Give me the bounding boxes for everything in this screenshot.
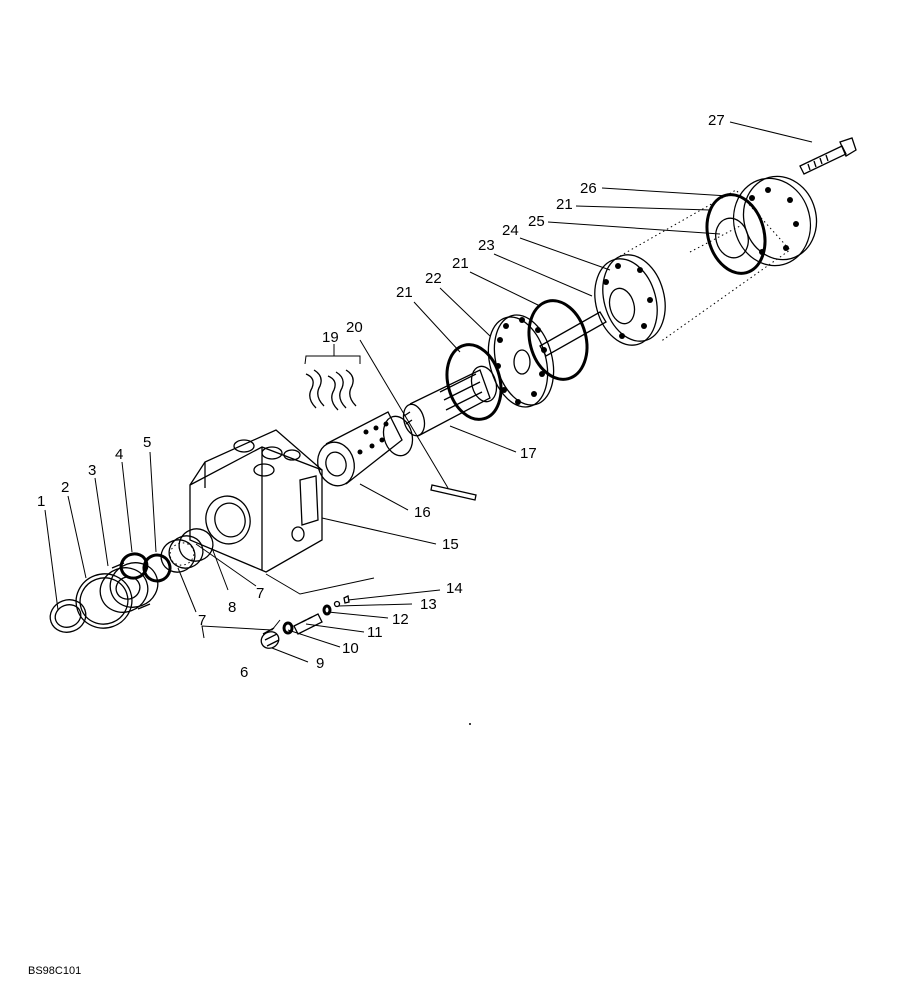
callout-19: 19 xyxy=(322,329,339,346)
part-25-end-cover xyxy=(619,189,791,343)
callout-11: 11 xyxy=(367,624,383,641)
part-23-drive-shaft xyxy=(539,311,607,357)
stray-mark xyxy=(469,723,471,725)
callout-7-lower: 7 xyxy=(198,612,206,629)
part-21-o-ring-middle xyxy=(527,299,589,381)
part-19-centering-springs xyxy=(305,369,357,411)
callout-labels: 1 2 3 4 5 6 7 7 8 9 10 11 12 13 14 15 16… xyxy=(37,112,725,681)
part-27-bolt xyxy=(799,137,857,175)
callout-7-right: 7 xyxy=(256,585,264,602)
callout-14: 14 xyxy=(446,580,463,597)
part-1-snap-ring xyxy=(49,599,87,633)
callout-5: 5 xyxy=(143,434,151,451)
callout-2: 2 xyxy=(61,479,69,496)
part-16-sleeve xyxy=(317,411,414,487)
part-3-seal-housing xyxy=(99,562,159,613)
part-15-valve-housing xyxy=(189,429,323,573)
callout-6: 6 xyxy=(240,664,248,681)
callout-9: 9 xyxy=(316,655,324,672)
callout-21-middle: 21 xyxy=(452,255,469,272)
callout-3: 3 xyxy=(88,462,96,479)
part-9-14-relief-valve xyxy=(260,595,350,649)
callout-25: 25 xyxy=(528,213,545,230)
callout-8: 8 xyxy=(228,599,236,616)
callout-17: 17 xyxy=(520,445,537,462)
callout-24: 24 xyxy=(502,222,519,239)
callout-10: 10 xyxy=(342,640,359,657)
callout-22: 22 xyxy=(425,270,442,287)
callout-16: 16 xyxy=(414,504,431,521)
callout-21-upper: 21 xyxy=(556,196,573,213)
callout-15: 15 xyxy=(442,536,459,553)
drawing-code: BS98C101 xyxy=(28,965,81,977)
callout-20: 20 xyxy=(346,319,363,336)
callout-13: 13 xyxy=(420,596,437,613)
part-24-gerotor-set xyxy=(594,254,666,346)
part-26-end-plate xyxy=(732,175,818,267)
callout-21-lower: 21 xyxy=(396,284,413,301)
part-20-cross-pin xyxy=(430,484,477,501)
part-7-8-thrust-bearing xyxy=(160,528,214,573)
callout-1: 1 xyxy=(37,493,45,510)
callout-23: 23 xyxy=(478,237,495,254)
callout-26: 26 xyxy=(580,180,597,197)
part-2-seal-ring xyxy=(75,573,133,629)
part-21-o-ring-lower xyxy=(445,343,503,421)
part-17-spool xyxy=(402,365,498,437)
part-5-o-ring xyxy=(142,553,172,583)
callout-27: 27 xyxy=(708,112,725,129)
leader-lines xyxy=(44,121,813,663)
callout-4: 4 xyxy=(115,446,123,463)
callout-12: 12 xyxy=(392,611,409,628)
